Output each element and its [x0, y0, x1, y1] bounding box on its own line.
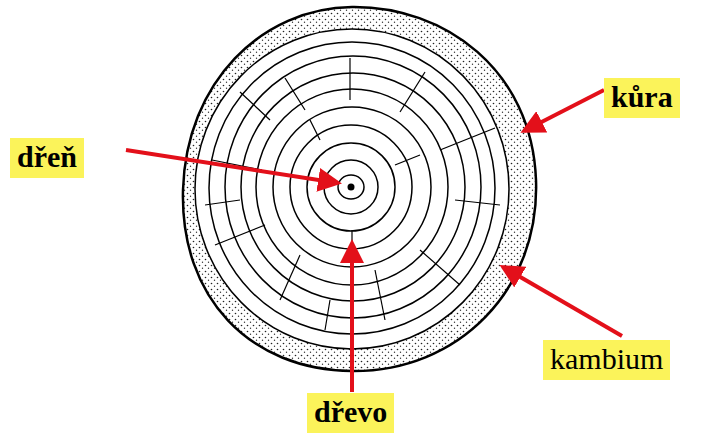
part-name: dřevo	[314, 395, 387, 428]
label-box: kambium	[543, 340, 670, 380]
part-name: dřeň	[17, 140, 77, 173]
pith	[348, 184, 355, 191]
bark	[183, 7, 536, 371]
label-box: kůra	[604, 78, 680, 118]
label-box: dřevo	[307, 393, 394, 433]
part-name: kambium	[550, 342, 663, 375]
label-box: dřeň	[10, 138, 84, 178]
part-name: kůra	[611, 80, 673, 113]
